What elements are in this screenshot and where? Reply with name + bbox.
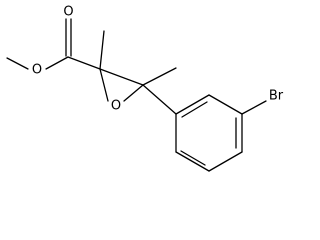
bond-ring-2 — [208, 94, 243, 115]
bond-ring-4 — [208, 151, 243, 172]
bond-c3-ring — [142, 84, 177, 115]
bond-c3-methyl — [142, 67, 177, 86]
chemical-structure: O O O Br — [6, 5, 284, 172]
bond-c2-methyl — [99, 30, 105, 70]
atom-label-ester-oxygen: O — [32, 63, 42, 78]
bond-ring-br — [241, 100, 267, 115]
bond-ring-5 — [175, 151, 210, 172]
bond-ring-inner-1 — [181, 101, 208, 118]
bond-ring-1 — [175, 94, 210, 115]
atom-label-carbonyl-oxygen: O — [63, 5, 73, 20]
bond-o-carbonyl — [45, 56, 69, 70]
bond-ring-inner-3 — [180, 150, 206, 166]
bond-methyl-o — [6, 57, 29, 70]
bond-epoxide-o-c3 — [123, 84, 144, 102]
atom-label-bromine: Br — [269, 89, 284, 104]
bond-carbonyl-c2 — [67, 56, 101, 70]
atom-label-epoxide-oxygen: O — [111, 99, 121, 114]
bond-c2-c3 — [99, 68, 144, 86]
bond-c2-epoxide-o — [99, 68, 109, 102]
